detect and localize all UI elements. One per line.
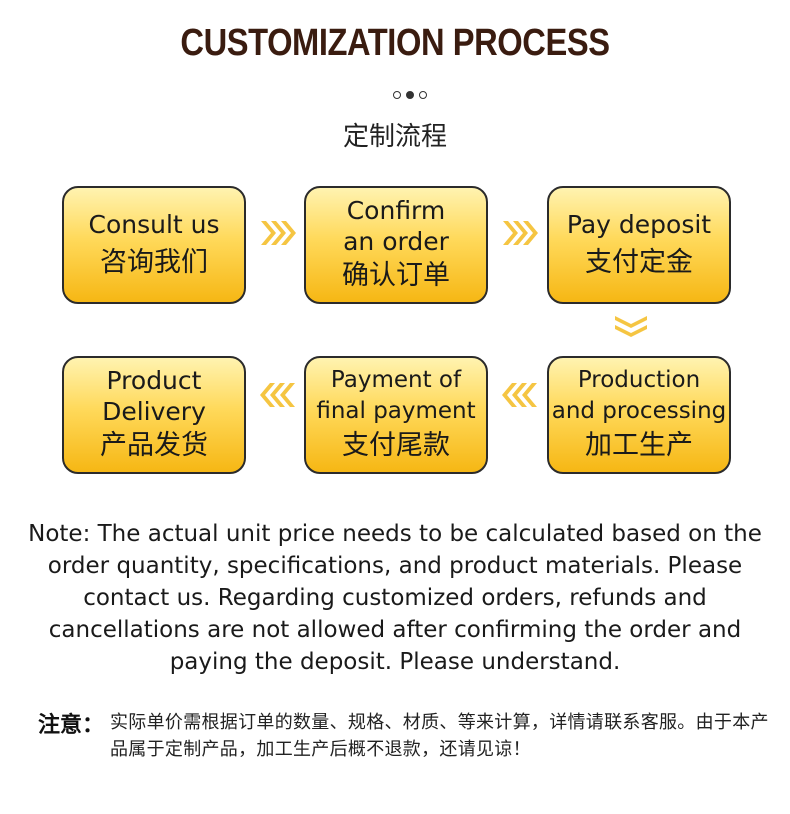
page-subtitle: 定制流程 bbox=[342, 122, 447, 152]
step-label-cn: 咨询我们 bbox=[100, 246, 208, 278]
arrow-right-icon bbox=[503, 221, 538, 245]
step-label-cn: 加工生产 bbox=[585, 430, 693, 461]
arrow-left-icon bbox=[502, 383, 537, 407]
step-pay-deposit: Pay deposit 支付定金 bbox=[547, 186, 731, 304]
step-label-cn: 产品发货 bbox=[100, 430, 208, 461]
step-product-delivery: Product Delivery 产品发货 bbox=[62, 356, 246, 474]
decorative-dots bbox=[385, 88, 435, 102]
dot-icon bbox=[393, 91, 401, 99]
step-label-en-line2: an order bbox=[343, 227, 449, 256]
step-final-payment: Payment of final payment 支付尾款 bbox=[304, 356, 488, 474]
step-consult-us: Consult us 咨询我们 bbox=[62, 186, 246, 304]
step-label-en: Pay deposit bbox=[566, 209, 712, 239]
step-confirm-order: Confirm an order 确认订单 bbox=[304, 186, 488, 304]
step-label-en: Consult us bbox=[88, 209, 220, 239]
note-chinese-label: 注意： bbox=[38, 713, 105, 738]
dot-filled-icon bbox=[406, 91, 414, 99]
arrow-right-icon bbox=[261, 221, 296, 245]
step-label-cn: 支付尾款 bbox=[342, 430, 450, 461]
arrow-left-icon bbox=[260, 383, 295, 407]
page-title: CUSTOMIZATION PROCESS bbox=[180, 22, 610, 64]
note-chinese: 实际单价需根据订单的数量、规格、材质、等来计算，详情请联系客服。由于本产品属于定… bbox=[110, 712, 769, 760]
step-label-en-line1: Confirm bbox=[346, 196, 446, 225]
arrow-down-icon bbox=[615, 316, 647, 337]
step-label-cn: 确认订单 bbox=[342, 260, 450, 291]
step-label-cn: 支付定金 bbox=[585, 246, 693, 278]
step-production-processing: Production and processing 加工生产 bbox=[547, 356, 731, 474]
dot-icon bbox=[419, 91, 427, 99]
note-english: Note: The actual unit price needs to be … bbox=[28, 521, 762, 675]
step-label-en-line1: Production bbox=[577, 367, 701, 393]
step-label-en-line2: and processing bbox=[551, 398, 727, 424]
step-label-en-line1: Product bbox=[106, 366, 202, 395]
step-label-en-line1: Payment of bbox=[330, 367, 462, 393]
step-label-en-line2: Delivery bbox=[102, 397, 206, 426]
step-label-en-line2: final payment bbox=[316, 398, 476, 424]
